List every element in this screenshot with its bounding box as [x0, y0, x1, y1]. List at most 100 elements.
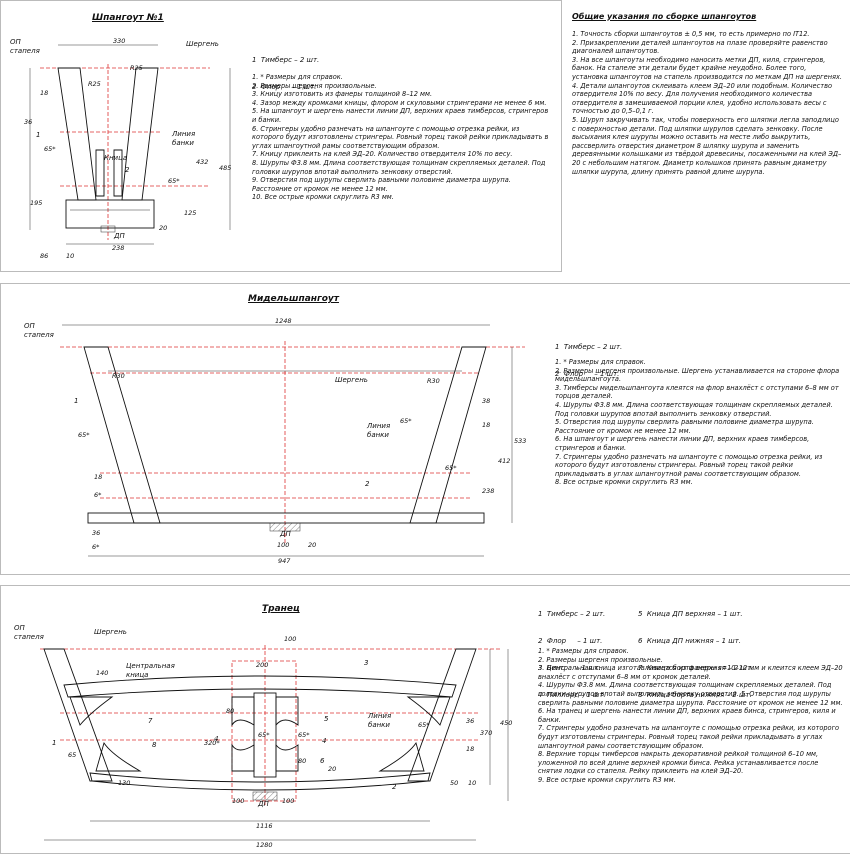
note-item: 6. На транец и шергень нанести линии ДП,… — [538, 707, 836, 724]
dimension-label: 370 — [480, 729, 492, 737]
frame3-notes: 1. * Размеры для справок. 2. Размеры шер… — [538, 647, 844, 785]
note-item: 3. Тимберсы мидельшпангоута клеятся на ф… — [555, 383, 839, 401]
note-item: 8. Все острые кромки скруглить R3 мм. — [555, 478, 693, 487]
dimension-label: 18 — [40, 89, 48, 97]
dimension-label: 450 — [500, 719, 512, 727]
dimension-label: 330 — [113, 37, 125, 45]
dimension-label: 1116 — [256, 822, 273, 830]
note-item: 7. Стрингеры удобно разнечать на шпангоу… — [538, 724, 840, 750]
frame2-shergen-label: Шергень — [335, 376, 368, 384]
frame2-liniya-label: Линия банки — [367, 422, 391, 439]
dimension-label: 2 — [365, 480, 370, 488]
frame3-op-label: ОП стапеля — [14, 624, 44, 641]
dimension-label: R30 — [427, 377, 440, 385]
dimension-label: 5 — [324, 715, 329, 723]
note-item: 5. Шуруп закручивать так, чтобы поверхно… — [572, 115, 842, 176]
dimension-label: 238 — [482, 487, 494, 495]
parts-item: 5 Кница ДП верхняя – 1 шт. — [638, 610, 743, 618]
dimension-label: 36 — [92, 529, 100, 537]
note-item: 2. Размеры шергеня произвольные. Шергень… — [555, 366, 840, 384]
dimension-label: 6 — [320, 757, 325, 765]
dimension-label: 65* — [44, 145, 56, 153]
dimension-label: 100 — [282, 797, 294, 805]
frame2-panel — [0, 283, 850, 575]
dimension-label: 36 — [24, 118, 32, 126]
dimension-label: 140 — [96, 669, 108, 677]
frame1-drawing: 330 R25 R25 18 36 65* 195 432 485 65* 12… — [24, 37, 231, 260]
note-item: 4. Детали шпангоутов склеивать клеем ЭД–… — [572, 81, 832, 116]
dimension-label: 1248 — [275, 317, 292, 325]
dimension-label: 195 — [30, 199, 42, 207]
dimension-label: 10 — [468, 779, 476, 787]
note-item: 4. Шурупы Ф3.8 мм. Длина соответствующая… — [555, 400, 833, 418]
frame1-title: Шпангоут №1 — [92, 13, 164, 23]
frame3-panel — [0, 585, 850, 854]
parts-item: 1 Тимберс – 2 шт. — [538, 610, 606, 618]
note-item: 5. На шпангоут и шергень нанести линии Д… — [252, 107, 549, 124]
dimension-label: R30 — [112, 372, 125, 380]
dimension-label: 65* — [445, 464, 457, 472]
dimension-label: 65* — [168, 177, 180, 185]
dimension-label: 20 — [159, 224, 167, 232]
parts-item: 1 Тимберс – 2 шт. — [555, 343, 623, 351]
dimension-label: 2 — [392, 783, 397, 791]
dimension-label: 20 — [308, 541, 316, 549]
note-item: 8. Шурупы Ф3.8 мм. Длина соответствующая… — [252, 158, 546, 176]
dimension-label: 20 — [328, 765, 336, 773]
frame1-notes: 1. * Размеры для справок. 2. Размеры шер… — [252, 73, 552, 202]
note-item: 5. Отверстия под шурупы сверлить равными… — [555, 418, 814, 435]
note-item: 9. Отверстия под шурупы сверлить равными… — [252, 176, 511, 193]
dimension-label: 4 — [214, 735, 218, 743]
dimension-label: 18 — [482, 421, 490, 429]
parts-item: 1 Тимберс – 2 шт. — [252, 56, 320, 64]
note-item: 7. Кницу приклеить на клей ЭД–20. Количе… — [252, 150, 513, 159]
dimension-label: 412 — [498, 457, 510, 465]
dimension-label: 80 — [298, 757, 306, 765]
dimension-label: 4 — [322, 737, 326, 745]
dimension-label: 6* — [92, 543, 100, 551]
dimension-label: 50 — [450, 779, 458, 787]
frame1-liniya-label: Линия банки — [172, 130, 196, 147]
dimension-label: 432 — [196, 158, 208, 166]
frame1-op-label: ОП стапеля — [10, 38, 40, 55]
dimension-label: 947 — [278, 557, 291, 565]
dimension-label: 65* — [258, 731, 270, 739]
dimension-label: 200 — [256, 661, 268, 669]
note-item: 7. Стрингеры удобно разнечать на шпангоу… — [555, 452, 823, 478]
dimension-label: 65* — [298, 731, 310, 739]
dimension-label: R25 — [130, 64, 143, 72]
frame1-shergen-label: Шергень — [186, 40, 219, 48]
note-item: 1. Точность сборки шпангоутов ± 0,5 мм, … — [572, 30, 810, 38]
note-item: 1. * Размеры для справок. — [555, 358, 646, 366]
dimension-label: 36 — [466, 717, 474, 725]
dimension-label: 86 — [40, 252, 48, 260]
dimension-label: 10 — [66, 252, 74, 260]
dimension-label: 65 — [68, 751, 76, 759]
dimension-label: 65* — [400, 417, 412, 425]
note-item: 9. Все острые кромки скруглить R3 мм. — [538, 775, 676, 784]
note-item: 1. * Размеры для справок. — [252, 73, 343, 81]
parts-item: 2 Флор – 1 шт. — [538, 637, 603, 645]
frame3-drawing: 100 140 200 80 320* 65* 65* 80 20 65* 18… — [40, 635, 512, 849]
frame2-drawing: 1248 R30 R30 65* 65* 65* 18 6* 6* 36 38 … — [60, 317, 526, 565]
frame1-panel — [0, 0, 562, 272]
dimension-label: 320* — [204, 739, 220, 747]
general-notes: 1. Точность сборки шпангоутов ± 0,5 мм, … — [572, 30, 844, 176]
dimension-label: 1 — [52, 739, 56, 747]
dimension-label: 130 — [118, 779, 130, 787]
note-item: 3. На все шпангоуты необходимо наносить … — [572, 55, 842, 81]
dimension-label: 18 — [466, 745, 474, 753]
frame3-title: Транец — [262, 604, 300, 614]
dimension-label: 1280 — [256, 841, 273, 849]
dimension-label: 38 — [482, 397, 490, 405]
note-item: 8. Верхние торцы тимберсов накрыть декор… — [538, 750, 819, 776]
frame1-parts: 1 Тимберс – 2 шт. 2 Флор – 1 шт. — [252, 38, 319, 101]
dimension-label: 2 — [125, 166, 130, 174]
dimension-label: 65* — [78, 431, 90, 439]
dimension-label: 6* — [94, 491, 102, 499]
frame1-knica-label: Кница — [104, 154, 128, 162]
frame3-shergen-label: Шергень — [94, 628, 127, 636]
parts-item: 3 Бинс – 1 шт. — [538, 664, 601, 672]
frame2-op-label: ОП стапеля — [24, 322, 54, 339]
note-item: 3. Кницу изготовить из фанеры толщиной 8… — [252, 90, 433, 99]
